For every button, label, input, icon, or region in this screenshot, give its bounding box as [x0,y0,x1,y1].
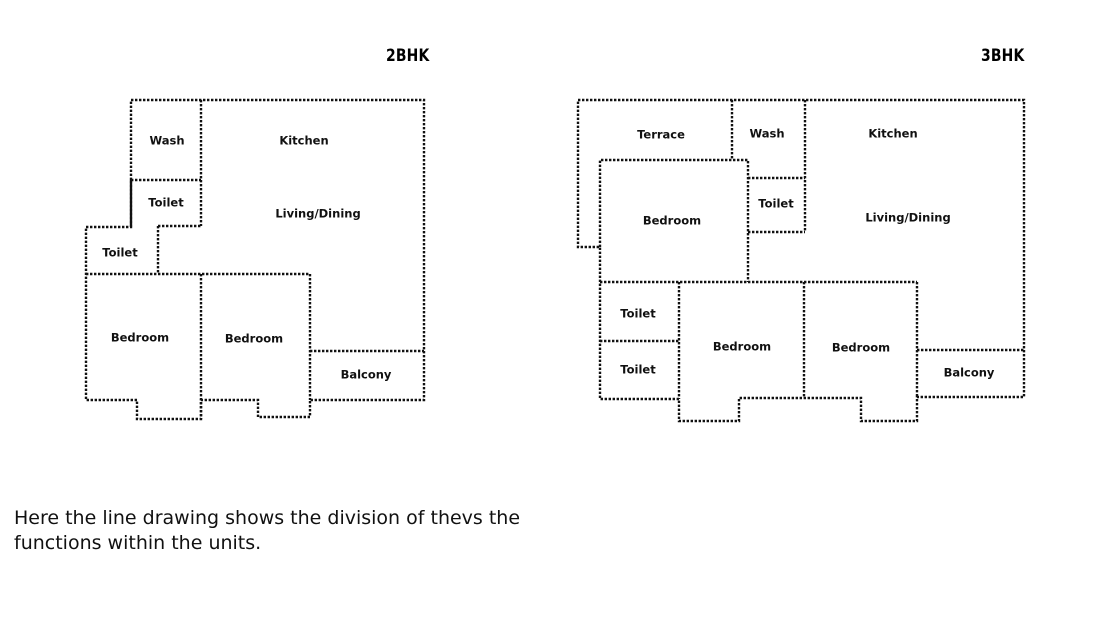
floor-plan-2bhk: Wash Kitchen Toilet Living/Dining Toilet… [84,98,426,421]
plan-title-3bhk: 3BHK [981,46,1025,66]
room-label-bedroom: Bedroom [832,341,890,355]
room-label-balcony: Balcony [944,366,995,380]
room-label-wash: Wash [749,127,784,141]
plan-title-2bhk: 2BHK [386,46,430,66]
room-label-bedroom: Bedroom [111,331,169,345]
floor-plan-3bhk: Terrace Wash Kitchen Toilet Bedroom Livi… [576,98,1026,423]
room-label-toilet: Toilet [102,246,138,260]
room-label-toilet: Toilet [758,197,794,211]
room-label-living-dining: Living/Dining [865,211,950,225]
room-label-toilet: Toilet [148,196,184,210]
room-label-toilet: Toilet [620,363,656,377]
room-label-toilet: Toilet [620,307,656,321]
room-label-wash: Wash [149,134,184,148]
plan-3bhk-outline [576,98,1026,423]
room-label-bedroom: Bedroom [643,214,701,228]
room-label-kitchen: Kitchen [868,127,917,141]
room-label-bedroom: Bedroom [225,332,283,346]
room-label-kitchen: Kitchen [279,134,328,148]
room-label-balcony: Balcony [341,368,392,382]
caption-text: Here the line drawing shows the division… [14,507,521,554]
room-label-living-dining: Living/Dining [275,207,360,221]
wall [598,158,750,282]
room-label-bedroom: Bedroom [713,340,771,354]
room-label-terrace: Terrace [637,128,685,142]
